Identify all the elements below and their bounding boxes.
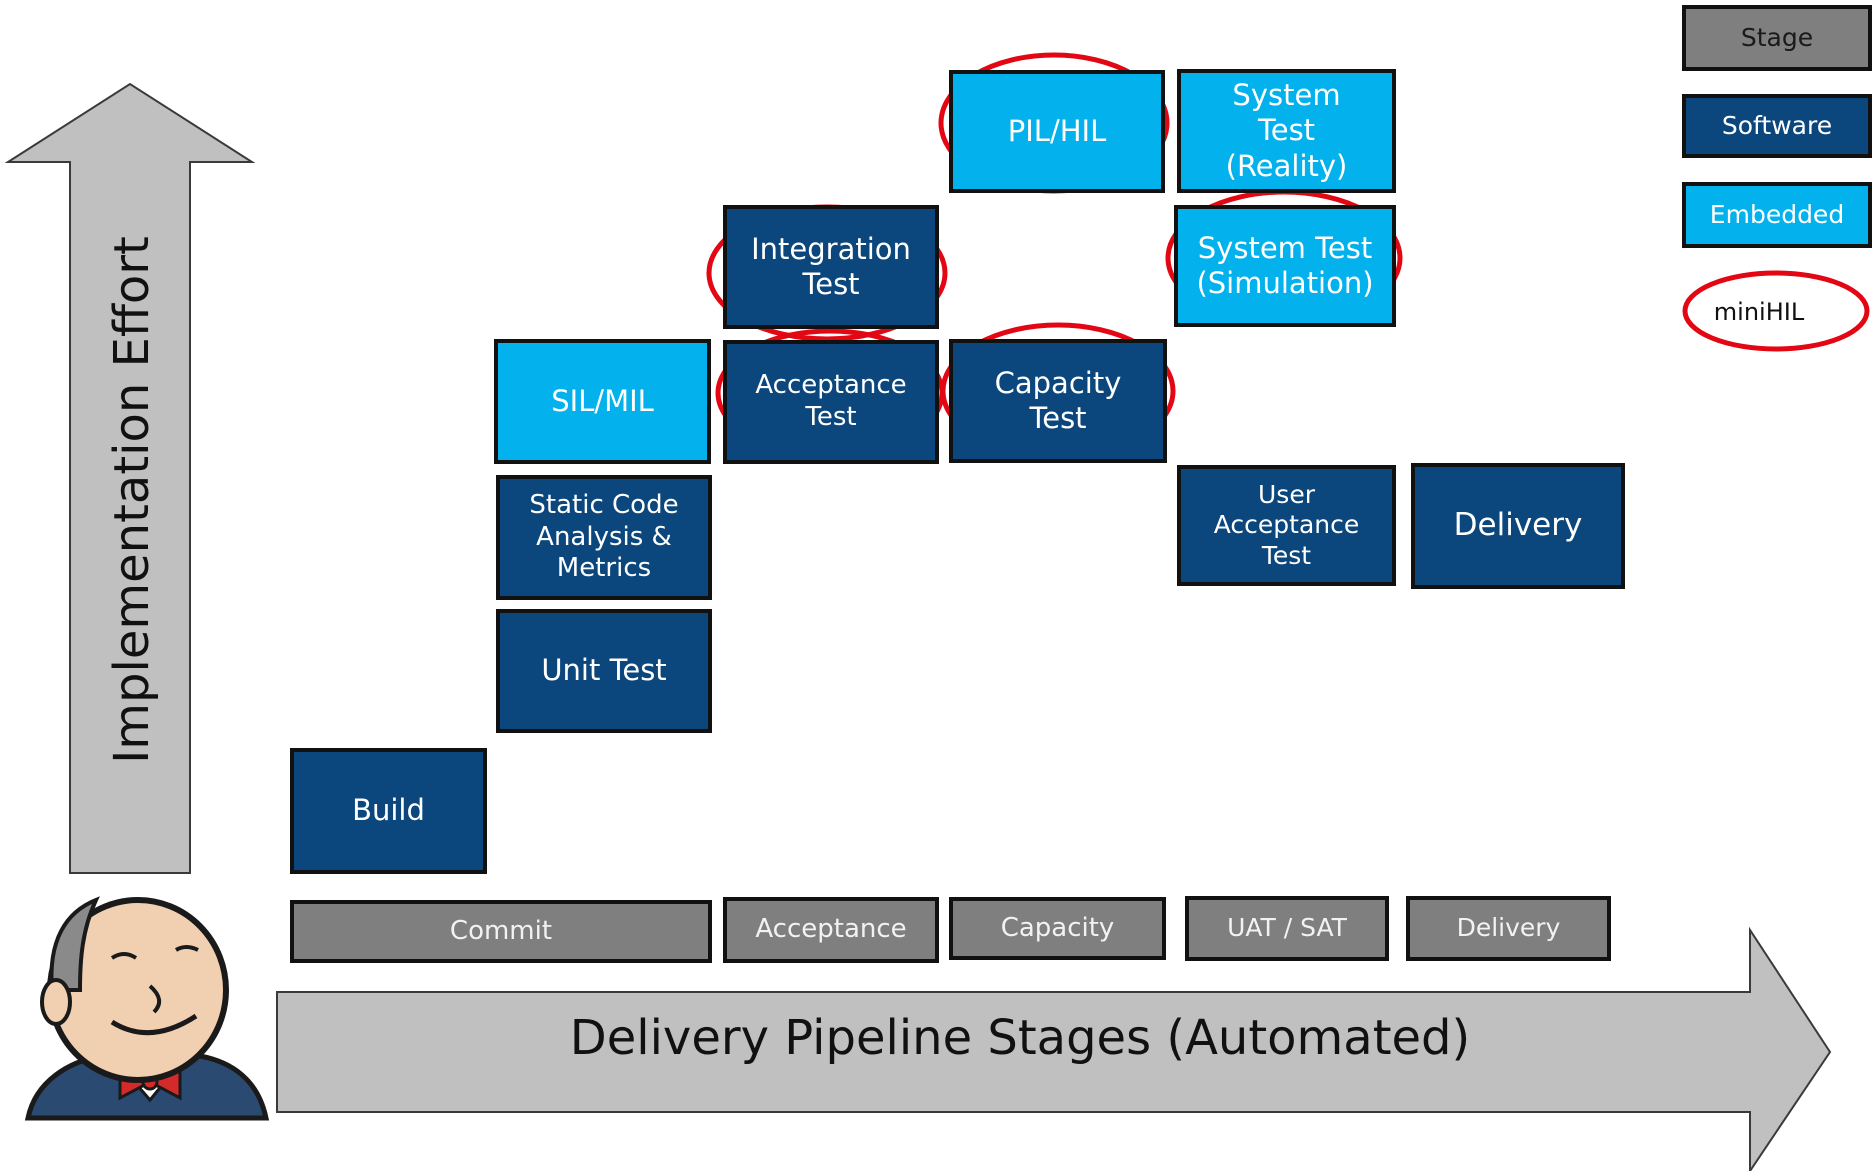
stage-acceptance: Acceptance: [723, 897, 939, 963]
step-system-test-simulation: System Test (Simulation): [1174, 205, 1396, 327]
step-build: Build: [290, 748, 487, 874]
stage-commit: Commit: [290, 900, 712, 963]
step-pil-hil: PIL/HIL: [949, 70, 1165, 193]
step-integration-test: Integration Test: [723, 205, 939, 329]
step-static-code-analysis: Static Code Analysis & Metrics: [496, 475, 712, 600]
step-sil-mil: SIL/MIL: [494, 339, 711, 464]
step-system-test-reality: System Test (Reality): [1177, 69, 1396, 193]
legend-stage: Stage: [1682, 5, 1872, 71]
stage-capacity: Capacity: [949, 897, 1166, 960]
step-unit-test: Unit Test: [496, 609, 712, 733]
x-axis-arrow: [276, 926, 1832, 1171]
legend-software: Software: [1682, 94, 1872, 158]
step-capacity-test: Capacity Test: [949, 339, 1167, 463]
step-user-acceptance-test: User Acceptance Test: [1177, 465, 1396, 586]
legend-embedded: Embedded: [1682, 182, 1872, 248]
y-axis-arrow: [4, 82, 256, 874]
jenkins-butler-icon: [24, 896, 270, 1121]
step-delivery: Delivery: [1411, 463, 1625, 589]
stage-delivery: Delivery: [1406, 896, 1611, 961]
stage-uat-sat: UAT / SAT: [1185, 896, 1389, 961]
step-acceptance-test: Acceptance Test: [723, 340, 939, 464]
legend-minihil: miniHIL: [1713, 298, 1805, 326]
x-axis-label: Delivery Pipeline Stages (Automated): [569, 1010, 1471, 1066]
legend-minihil-ellipse: [1682, 270, 1870, 352]
